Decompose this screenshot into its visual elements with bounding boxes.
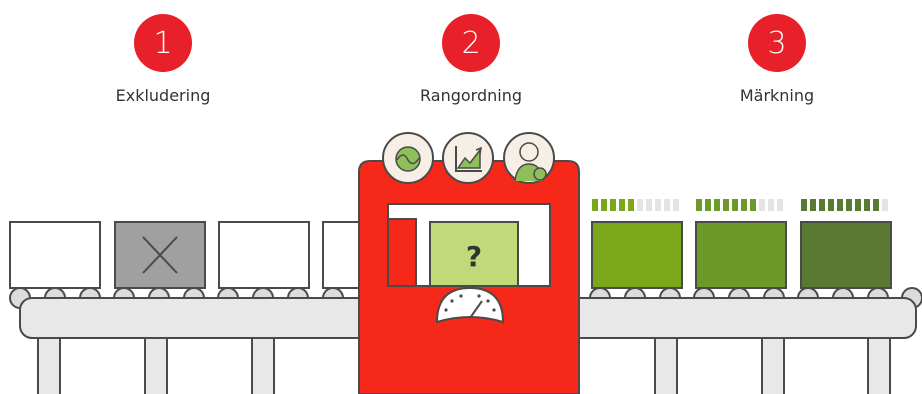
rating-segment (810, 199, 816, 211)
labeled-box (801, 222, 891, 288)
rating-segment (732, 199, 738, 211)
labeled-box (592, 222, 682, 288)
rating-segment (637, 199, 643, 211)
rating-segment (714, 199, 720, 211)
rating-segment (819, 199, 825, 211)
rating-segment (592, 199, 598, 211)
rating-segment (628, 199, 634, 211)
rating-segment (846, 199, 852, 211)
rating-segment (777, 199, 783, 211)
rating-segment (741, 199, 747, 211)
investor-person-icon (504, 133, 554, 183)
incoming-boxes (10, 222, 383, 288)
rating-segment (696, 199, 702, 211)
rating-segment (864, 199, 870, 211)
rating-segment (664, 199, 670, 211)
rating-segment (610, 199, 616, 211)
rating-segment (828, 199, 834, 211)
rating-segment (873, 199, 879, 211)
rating-segment (882, 199, 888, 211)
unlabeled-box (219, 222, 309, 288)
question-mark: ? (466, 240, 482, 273)
ranking-machine: ? (359, 133, 579, 394)
machine-window-frame (388, 219, 416, 286)
labeled-box (696, 222, 786, 288)
rating-segment (837, 199, 843, 211)
rating-segment (655, 199, 661, 211)
unlabeled-box (10, 222, 100, 288)
rating-segment (855, 199, 861, 211)
rating-segment (723, 199, 729, 211)
rating-bars (592, 199, 888, 211)
rating-segment (759, 199, 765, 211)
rating-segment (768, 199, 774, 211)
rating-segment (646, 199, 652, 211)
rating-segment (801, 199, 807, 211)
rating-segment (619, 199, 625, 211)
rating-segment (601, 199, 607, 211)
globe-leaf-icon (383, 133, 433, 183)
rating-segment (673, 199, 679, 211)
labeled-boxes (592, 222, 891, 288)
rating-segment (750, 199, 756, 211)
rating-segment (705, 199, 711, 211)
growth-chart-icon (443, 133, 493, 183)
